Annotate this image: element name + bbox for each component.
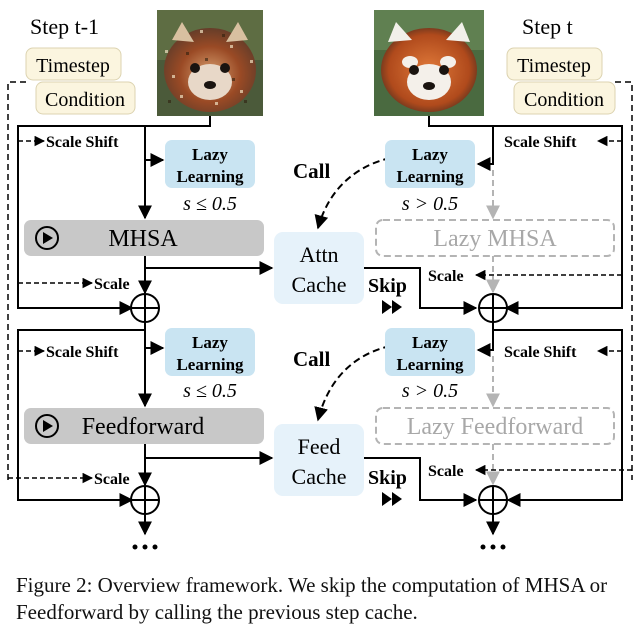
scale-shift-label-left-1: Scale Shift bbox=[46, 134, 119, 151]
condition-tag-right bbox=[513, 81, 616, 115]
scale-label-left-1: Scale bbox=[94, 276, 130, 293]
lazy-text-right-1b: Learning bbox=[396, 167, 464, 186]
skip-label-2: Skip bbox=[368, 467, 407, 489]
mhsa-module-left bbox=[24, 220, 264, 256]
lazy-learning-right-1 bbox=[385, 140, 475, 188]
cond-left-1: s ≤ 0.5 bbox=[183, 193, 237, 215]
sum-icon-right-2 bbox=[478, 485, 508, 515]
feed-cache-line1: Feed bbox=[298, 434, 341, 459]
residual-right-2 bbox=[492, 322, 623, 507]
scale-label-left-2: Scale bbox=[94, 471, 130, 488]
residual-left-2 bbox=[17, 329, 145, 507]
condition-text-right: Condition bbox=[524, 89, 604, 111]
lazy-text-right-2a: Lazy bbox=[412, 333, 448, 352]
lazy-input-right-1 bbox=[476, 126, 494, 171]
mhsa-label-left: MHSA bbox=[108, 226, 178, 252]
lazy-input-right-2 bbox=[476, 330, 494, 357]
sum-icon bbox=[130, 293, 160, 323]
feedforward-label-left: Feedforward bbox=[82, 414, 205, 440]
step-label-left: Step t-1 bbox=[30, 14, 99, 39]
call-arrow-1 bbox=[314, 157, 391, 230]
condition-tag-left bbox=[35, 81, 136, 115]
sum-icon-right-1 bbox=[478, 293, 508, 323]
skip-path-2 bbox=[364, 457, 478, 507]
lazy-feedforward-module bbox=[375, 407, 615, 445]
skip-label-1: Skip bbox=[368, 275, 407, 297]
attn-cache-line1: Attn bbox=[299, 242, 338, 267]
lazy-learning-left-1 bbox=[165, 140, 255, 188]
ellipsis-icon-right bbox=[480, 544, 506, 550]
call-arrow-2 bbox=[314, 345, 391, 422]
condition-dashed-right bbox=[615, 81, 633, 480]
lazy-text-left-2b: Learning bbox=[176, 355, 244, 374]
feed-cache-box bbox=[274, 424, 364, 496]
cond-right-2: s > 0.5 bbox=[402, 380, 458, 402]
scale-shift-label-left-2: Scale Shift bbox=[46, 344, 119, 361]
cond-right-1: s > 0.5 bbox=[402, 193, 458, 215]
timestep-tag-left bbox=[25, 47, 122, 81]
lazy-feedforward-label: Lazy Feedforward bbox=[407, 414, 584, 440]
feed-cache-line2: Cache bbox=[292, 464, 347, 489]
image-link-left bbox=[17, 116, 211, 315]
cond-left-2: s ≤ 0.5 bbox=[183, 380, 237, 402]
scale-label-right-2: Scale bbox=[428, 463, 464, 480]
image-link-right bbox=[428, 116, 623, 315]
sum-icon-2 bbox=[130, 485, 160, 515]
timestep-text-left: Timestep bbox=[36, 55, 110, 77]
scale-shift-label-right-1: Scale Shift bbox=[504, 134, 577, 151]
fast-forward-icon-2 bbox=[382, 492, 402, 506]
lazy-text-right-1a: Lazy bbox=[412, 145, 448, 164]
lazy-text-right-2b: Learning bbox=[396, 355, 464, 374]
red-panda-noisy-image bbox=[157, 10, 263, 116]
lazy-mhsa-label: Lazy MHSA bbox=[433, 226, 557, 252]
lazy-learning-right-2 bbox=[385, 328, 475, 376]
feedforward-module-left bbox=[24, 408, 264, 444]
play-icon-2 bbox=[35, 414, 59, 438]
skip-path-1 bbox=[364, 267, 478, 315]
attn-cache-box bbox=[274, 232, 364, 304]
diagram-canvas: Step t-1 Step t Timestep Condition Times… bbox=[7, 10, 633, 550]
condition-dashed-left bbox=[7, 81, 26, 480]
call-label-1: Call bbox=[293, 159, 331, 183]
play-icon bbox=[35, 226, 59, 250]
step-label-right: Step t bbox=[522, 14, 573, 39]
lazy-learning-left-2 bbox=[165, 328, 255, 376]
lazy-text-left-1a: Lazy bbox=[192, 145, 228, 164]
scale-shift-label-right-2: Scale Shift bbox=[504, 344, 577, 361]
figure-caption: Figure 2: Overview framework. We skip th… bbox=[16, 573, 608, 624]
condition-text-left: Condition bbox=[45, 89, 125, 111]
attn-cache-line2: Cache bbox=[292, 272, 347, 297]
fast-forward-icon bbox=[382, 300, 402, 314]
lazy-text-left-1b: Learning bbox=[176, 167, 244, 186]
call-label-2: Call bbox=[293, 347, 331, 371]
lazy-text-left-2a: Lazy bbox=[192, 333, 228, 352]
scale-label-right-1: Scale bbox=[428, 268, 464, 285]
timestep-tag-right bbox=[506, 47, 603, 81]
lazy-mhsa-module bbox=[375, 219, 615, 257]
ellipsis-icon bbox=[132, 544, 158, 550]
red-panda-clean-image bbox=[374, 10, 484, 116]
timestep-text-right: Timestep bbox=[517, 55, 591, 77]
